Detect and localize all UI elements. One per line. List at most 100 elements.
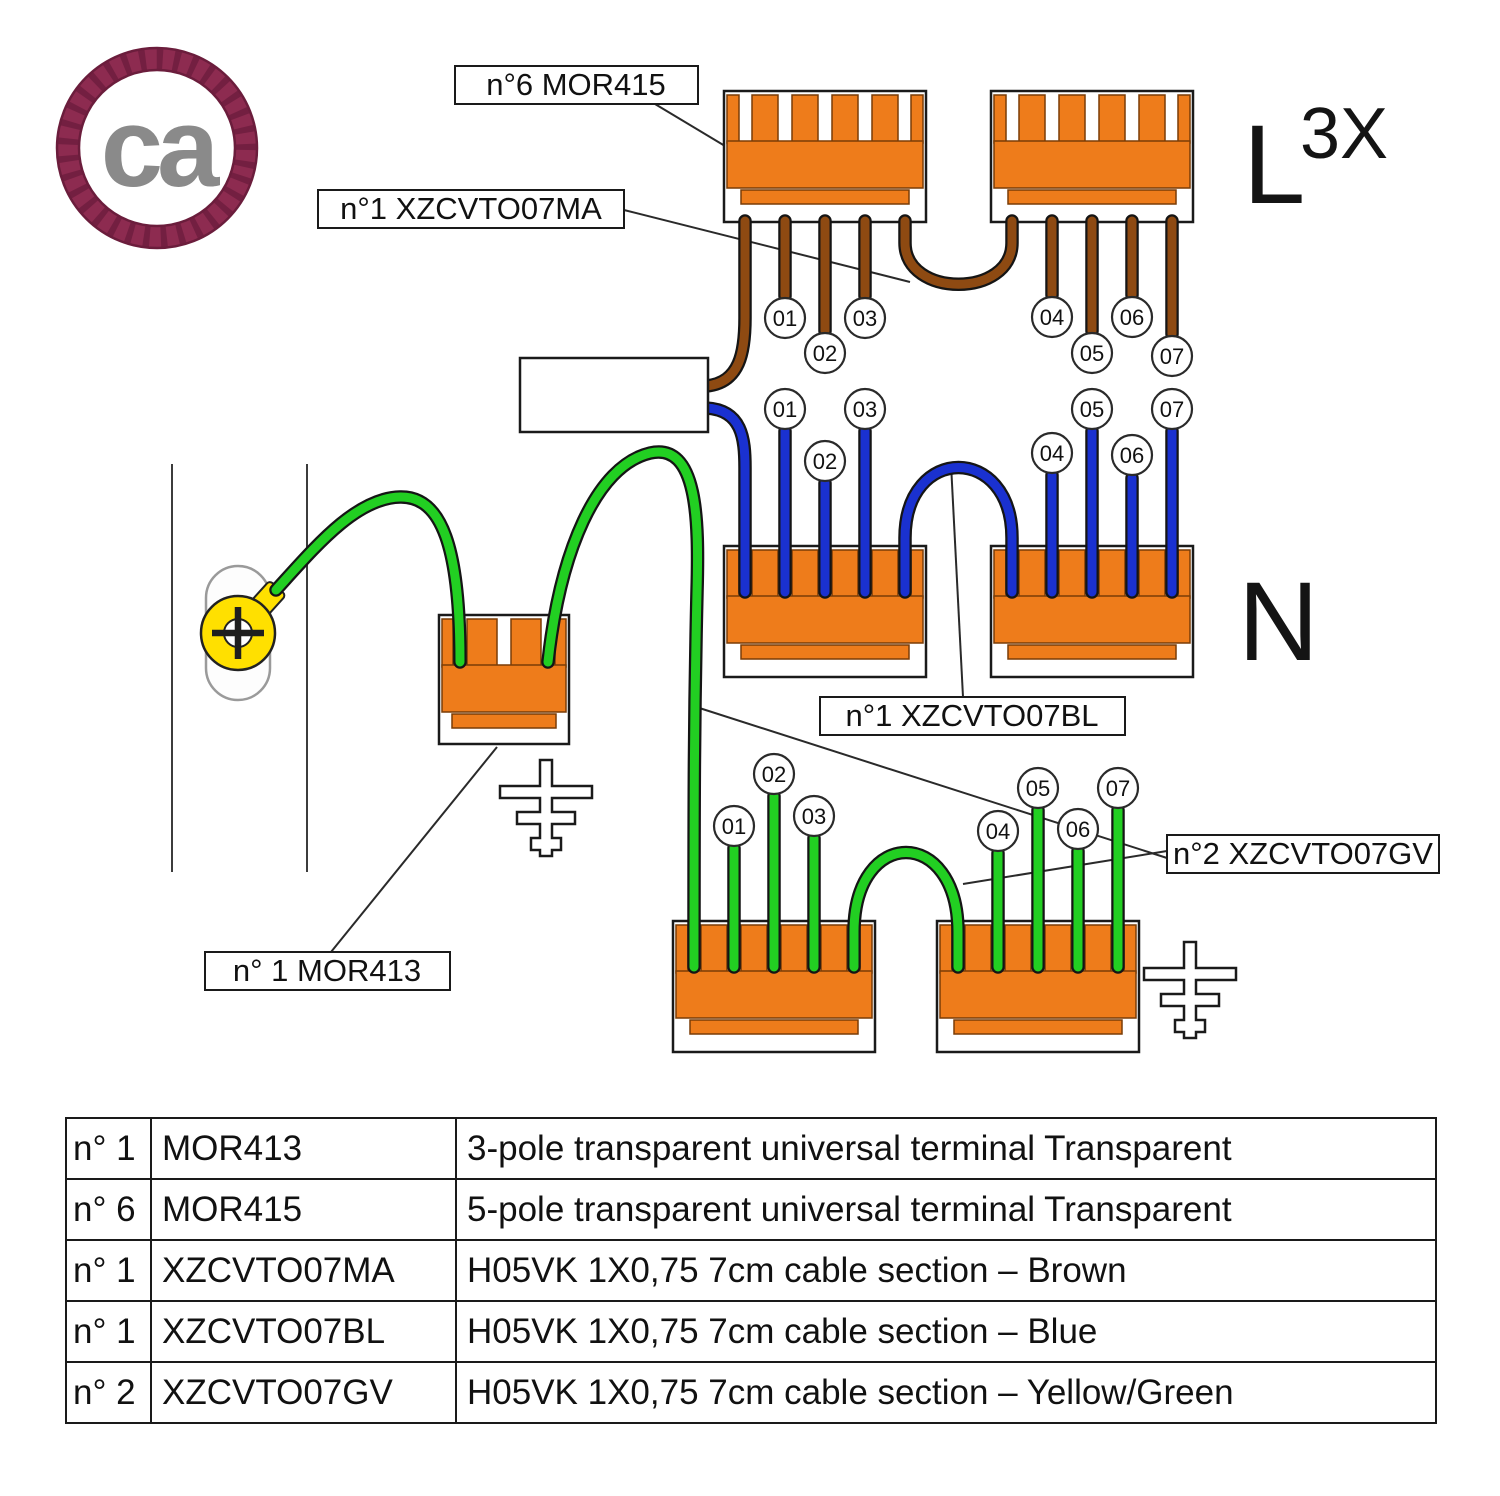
part-desc: H05VK 1X0,75 7cm cable section – Brown (455, 1239, 1437, 1302)
earth-ring-lug (199, 564, 286, 702)
connector-brown-07: 07 (1150, 334, 1194, 378)
svg-text:06: 06 (1066, 817, 1090, 842)
label-xzcvto07bl: n°1 XZCVTO07BL (819, 696, 1126, 736)
wire-brown-feed (699, 214, 752, 393)
part-qty: n° 1 (65, 1117, 152, 1180)
parts-table-row: n° 1 XZCVTO07MA H05VK 1X0,75 7cm cable s… (65, 1239, 1437, 1302)
part-desc: H05VK 1X0,75 7cm cable section – Blue (455, 1300, 1437, 1363)
line-label-3x: 3X (1300, 94, 1388, 174)
parts-table: n° 1 MOR413 3-pole transparent universal… (65, 1117, 1437, 1424)
connector-green-01: 01 (712, 804, 756, 848)
connector-green-04: 04 (976, 809, 1020, 853)
part-qty: n° 1 (65, 1300, 152, 1363)
parts-table-row: n° 6 MOR415 5-pole transparent universal… (65, 1178, 1437, 1241)
part-code: XZCVTO07BL (150, 1300, 457, 1363)
parts-table-row: n° 1 XZCVTO07BL H05VK 1X0,75 7cm cable s… (65, 1300, 1437, 1363)
svg-text:03: 03 (853, 306, 877, 331)
label-xzcvto07gv: n°2 XZCVTO07GV (1166, 834, 1440, 874)
svg-text:01: 01 (773, 397, 797, 422)
svg-text:03: 03 (853, 397, 877, 422)
connector-blue-06: 06 (1110, 433, 1154, 477)
label-xzcvto07ma: n°1 XZCVTO07MA (317, 189, 625, 229)
svg-text:01: 01 (773, 306, 797, 331)
svg-text:02: 02 (813, 449, 837, 474)
part-qty: n° 6 (65, 1178, 152, 1241)
connector-brown-03: 03 (843, 296, 887, 340)
connector-blue-03: 03 (843, 387, 887, 431)
connector-brown-06: 06 (1110, 295, 1154, 339)
connector-brown-01: 01 (763, 296, 807, 340)
svg-text:n° 1 MOR413: n° 1 MOR413 (233, 953, 421, 988)
svg-text:05: 05 (1080, 397, 1104, 422)
line-label-n: N (1238, 559, 1319, 684)
cable-entry-box (518, 356, 710, 434)
svg-text:n°6 MOR415: n°6 MOR415 (486, 67, 666, 102)
logo-text: ca (101, 85, 220, 210)
part-code: XZCVTO07MA (150, 1239, 457, 1302)
connector-points-blue: 01 02 03 04 05 06 07 (763, 387, 1194, 483)
brown-wires (699, 214, 1179, 393)
part-desc: 5-pole transparent universal terminal Tr… (455, 1178, 1437, 1241)
label-mor415: n°6 MOR415 (454, 65, 699, 105)
parts-table-row: n° 1 MOR413 3-pole transparent universal… (65, 1117, 1437, 1180)
wire-green-link (847, 845, 965, 974)
brand-logo: ca (55, 46, 259, 250)
svg-text:02: 02 (813, 341, 837, 366)
label-mor413: n° 1 MOR413 (204, 951, 451, 991)
connector-blue-05: 05 (1070, 387, 1114, 431)
connector-blue-01: 01 (763, 387, 807, 431)
connector-brown-04: 04 (1030, 295, 1074, 339)
connector-points-brown: 01 02 03 04 05 06 07 (763, 295, 1194, 378)
svg-text:05: 05 (1080, 341, 1104, 366)
part-desc: H05VK 1X0,75 7cm cable section – Yellow/… (455, 1361, 1437, 1424)
wire-green-lug-feed (269, 490, 467, 669)
connector-points-green: 01 02 03 04 05 06 07 (712, 752, 1140, 853)
svg-text:06: 06 (1120, 443, 1144, 468)
part-code: MOR415 (150, 1178, 457, 1241)
part-qty: n° 2 (65, 1361, 152, 1424)
terminal-block-l-left (722, 89, 928, 224)
part-code: MOR413 (150, 1117, 457, 1180)
green-wires (269, 445, 1125, 974)
part-qty: n° 1 (65, 1239, 152, 1302)
connector-blue-07: 07 (1150, 387, 1194, 431)
wall-lines (171, 464, 308, 872)
svg-text:04: 04 (1040, 305, 1064, 330)
earth-symbol-left (498, 758, 594, 858)
connector-brown-05: 05 (1070, 331, 1114, 375)
terminal-block-l-right (989, 89, 1195, 224)
parts-table-row: n° 2 XZCVTO07GV H05VK 1X0,75 7cm cable s… (65, 1361, 1437, 1424)
svg-text:04: 04 (1040, 441, 1064, 466)
wiring-diagram: ca (55, 46, 1440, 1054)
part-code: XZCVTO07GV (150, 1361, 457, 1424)
svg-text:03: 03 (802, 804, 826, 829)
part-desc: 3-pole transparent universal terminal Tr… (455, 1117, 1437, 1180)
svg-text:n°2 XZCVTO07GV: n°2 XZCVTO07GV (1173, 836, 1433, 871)
line-label-l: L (1243, 102, 1305, 227)
wire-green-long-link (541, 445, 705, 974)
logo-inner-edge (77, 68, 237, 228)
connector-green-05: 05 (1016, 766, 1060, 810)
svg-text:n°1 XZCVTO07MA: n°1 XZCVTO07MA (340, 191, 602, 226)
svg-text:01: 01 (722, 814, 746, 839)
svg-text:n°1 XZCVTO07BL: n°1 XZCVTO07BL (845, 698, 1098, 733)
connector-blue-04: 04 (1030, 431, 1074, 475)
connector-green-02: 02 (752, 752, 796, 796)
connector-green-07: 07 (1096, 766, 1140, 810)
logo-outer-edge (55, 46, 259, 250)
svg-text:07: 07 (1106, 776, 1130, 801)
svg-text:02: 02 (762, 762, 786, 787)
svg-text:07: 07 (1160, 397, 1184, 422)
connector-green-06: 06 (1056, 807, 1100, 851)
connector-blue-02: 02 (803, 439, 847, 483)
logo-rope-texture (57, 48, 257, 248)
connector-brown-02: 02 (803, 331, 847, 375)
svg-text:06: 06 (1120, 305, 1144, 330)
svg-text:05: 05 (1026, 776, 1050, 801)
wire-blue-link (898, 460, 1019, 599)
screw-cross-icon (212, 607, 264, 659)
earth-symbol-right (1142, 940, 1238, 1040)
blue-wires (699, 401, 1179, 599)
wire-brown-link (898, 214, 1019, 291)
